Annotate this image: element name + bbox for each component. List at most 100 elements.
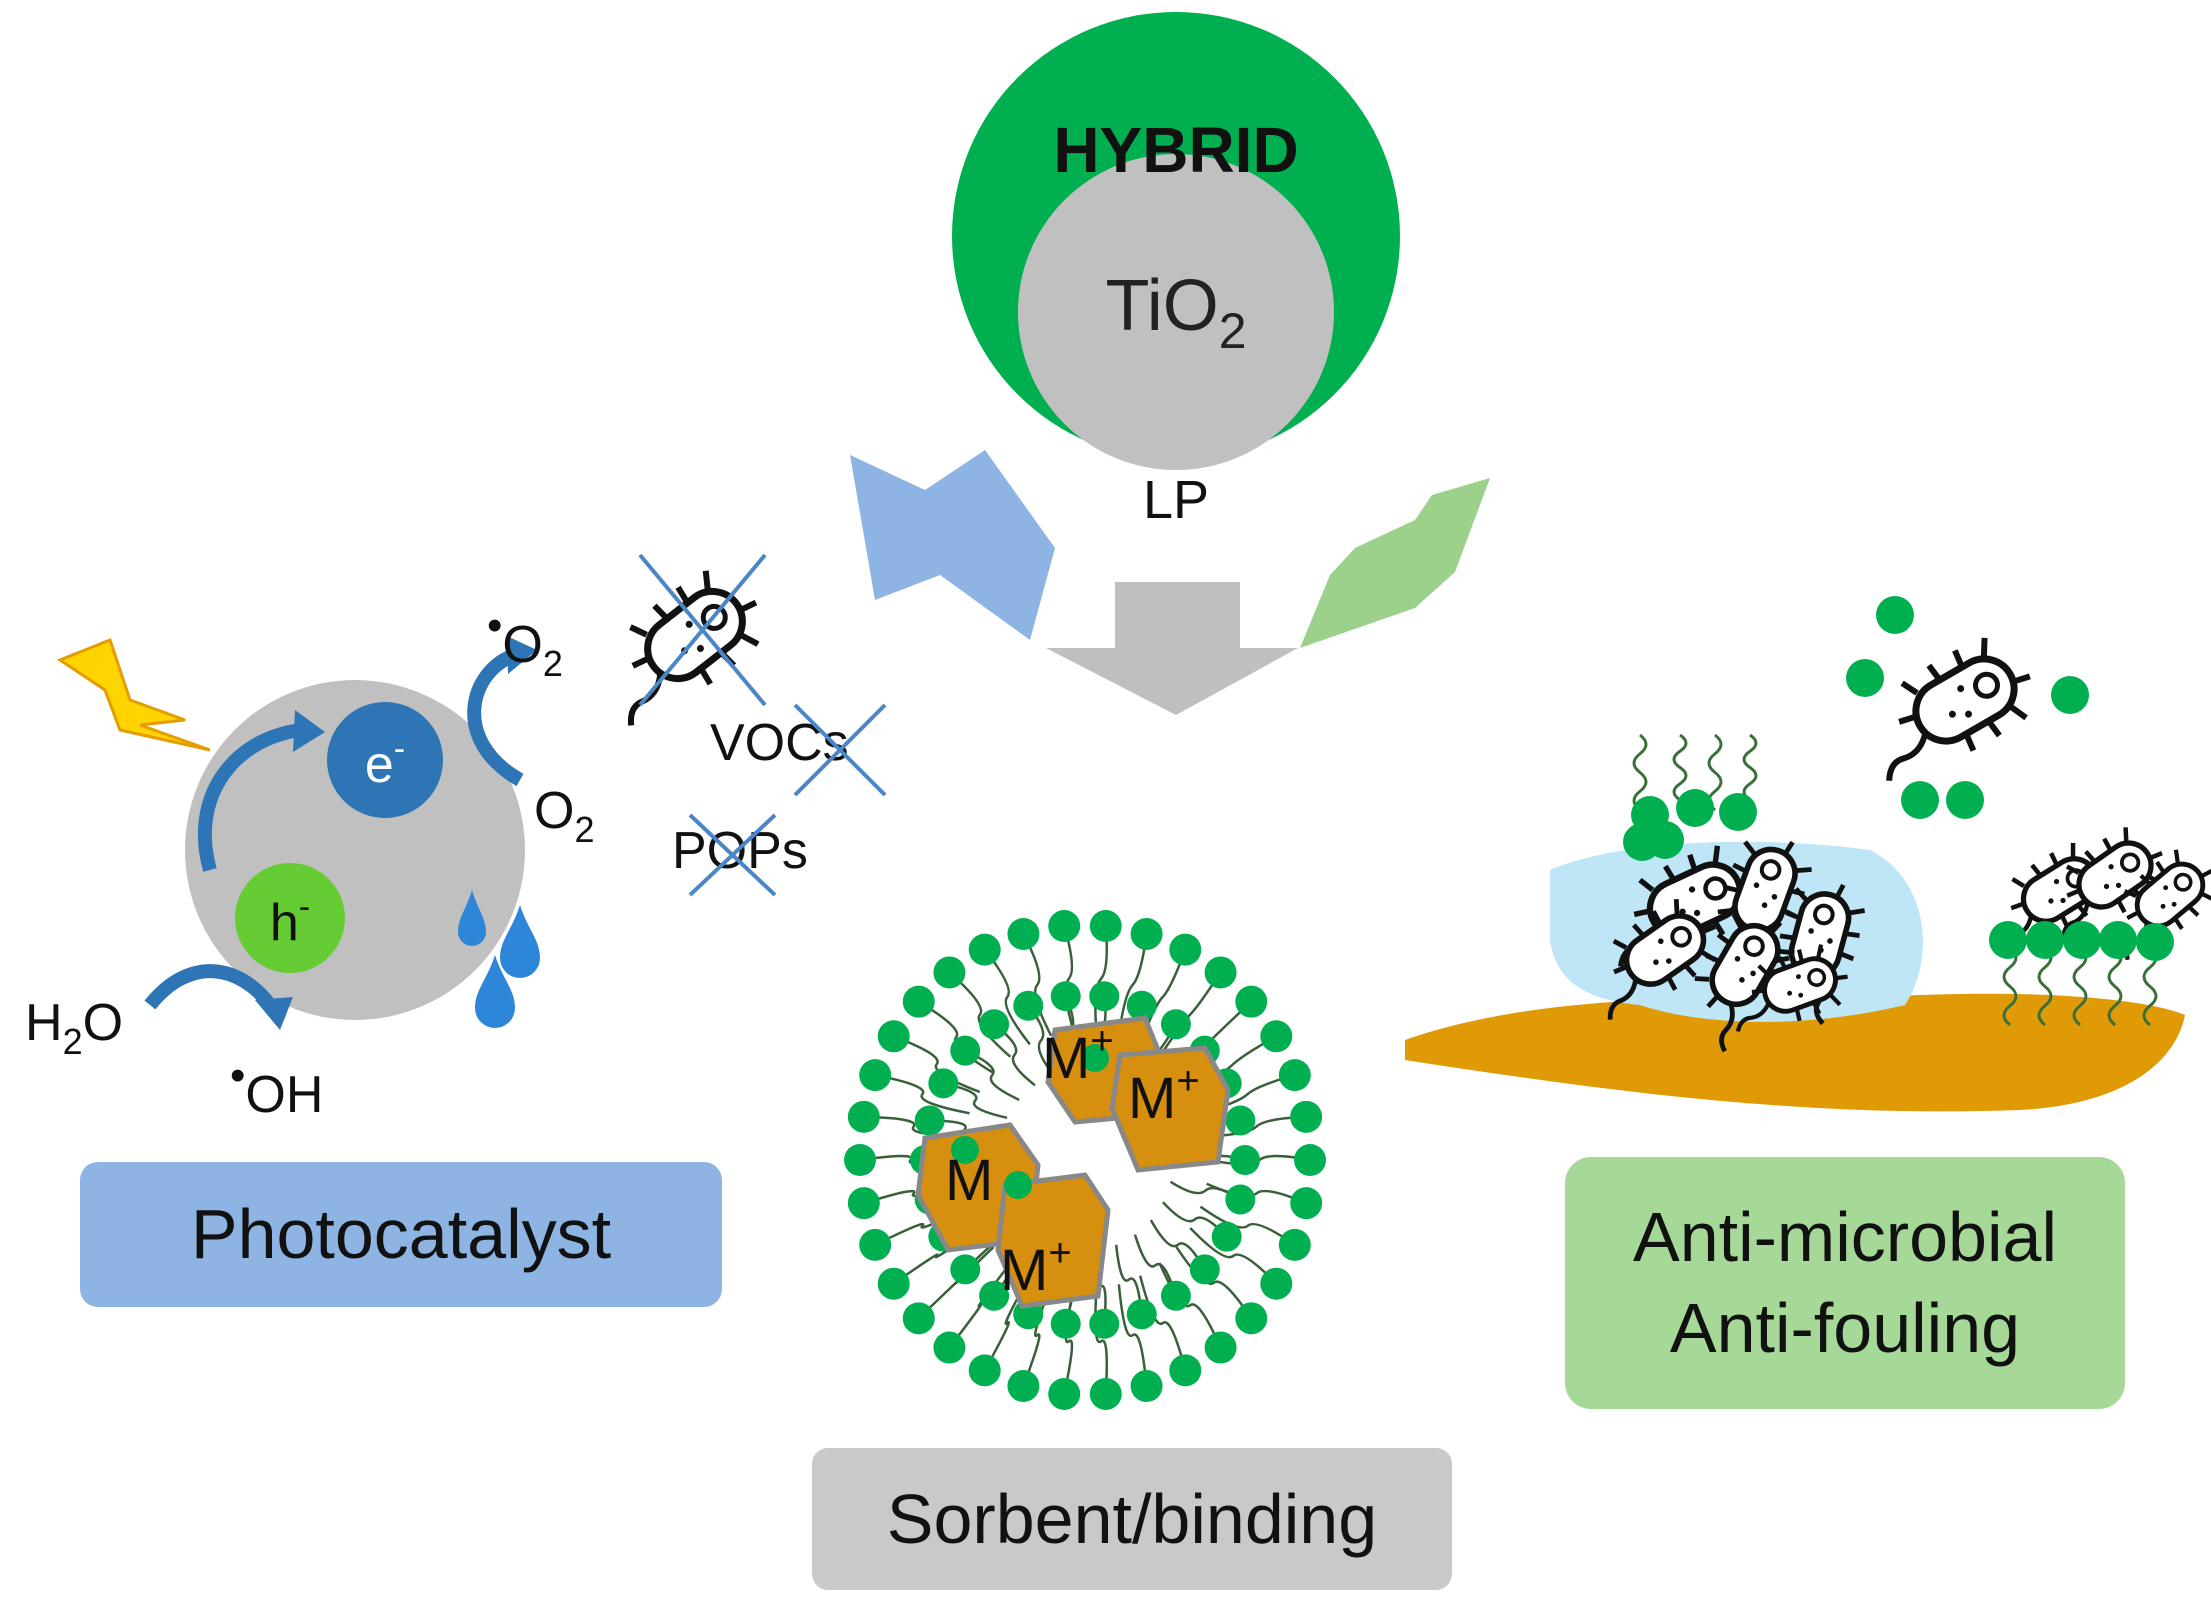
lipid-head [1989,921,2027,959]
lipid-head [1278,1059,1311,1092]
superoxide-label: •O2 [487,601,563,684]
lipid-head [1189,1254,1220,1285]
hybrid-particle: HYBRID TiO2 LP [952,12,1400,530]
lipid-head [1089,910,1122,943]
lipid-tail [2107,946,2123,1027]
lipid-head [979,1009,1010,1040]
oxidation-arrowhead [255,997,293,1030]
antimicrobial-scheme [1405,596,2211,1112]
lipid-head [1204,956,1237,989]
lipid-head [968,1354,1001,1387]
lipid-head [1230,1145,1260,1175]
lipid-head [902,985,935,1018]
lipid-tail [1632,733,1648,812]
lipid-head [1211,1221,1242,1252]
lipid-tail [1114,1244,1143,1315]
lipid-head [1089,1377,1122,1410]
water-label: H2O [25,994,123,1062]
lipid-tail [2037,946,2053,1027]
lipid-head [847,1100,880,1133]
lipid-head [2136,923,2174,961]
lipid-head [1126,1299,1157,1330]
lipid-head [1007,917,1040,950]
sorbent-scheme: M+ M+ M M+ [844,910,1326,1410]
lipid-tail [1199,1205,1296,1246]
lipid-tail [1094,925,1109,1032]
lipid-tail [948,971,1012,1058]
excitation-arrow [197,723,302,872]
lipid-head [1169,933,1202,966]
lipid-tail [1169,1180,1242,1201]
lipid-tail [2002,946,2018,1027]
lipid-head [859,1059,892,1092]
lipid-head [1126,990,1157,1021]
lipid-tail [983,948,1031,1046]
cross-mark [638,553,767,707]
lipid-head [1719,793,1757,831]
lipid-tail [964,1049,1020,1101]
lipid-tail [1117,1284,1148,1387]
lipid-head [1225,1105,1256,1136]
lipid-head [933,1331,966,1364]
lp-label: LP [1143,470,1209,530]
lipid-head [1235,985,1268,1018]
hole-label: h- [270,888,310,952]
lipid-head [1130,917,1163,950]
lipid-head [914,1105,945,1136]
lipid-tail [1149,1219,1206,1271]
water-drop-icon [500,905,540,978]
lipid-tail [2142,946,2158,1027]
lipid-tail [1189,1227,1278,1285]
cross-mark [688,813,777,897]
lipid-head [1169,1354,1202,1387]
lipid-head [1160,1009,1191,1040]
reduction-arrow [467,648,524,787]
lipid-head [1676,789,1714,827]
electron-circle [327,702,443,818]
lipid-tail [1162,1201,1228,1238]
antimicrobial-label: Anti-microbial [1633,1198,2057,1276]
electron-label: e- [365,730,405,794]
lipid-head [2026,921,2064,959]
metal-ion-label: M [945,1148,993,1213]
cross-mark [793,703,887,797]
lipid-head [1260,1267,1293,1300]
lipid-head [1089,1308,1120,1339]
lipid-head [1048,1377,1081,1410]
lipid-head [2099,921,2137,959]
surface [1405,993,2185,1112]
water-drop-icon [458,890,486,946]
lipid-head [1089,981,1120,1012]
arrow-to-sorbent [1046,582,1298,715]
lipid-head [2063,921,2101,959]
reduction-arrowhead [507,636,537,674]
lipid-head [1160,1280,1191,1311]
metal-particle [995,1172,1111,1309]
lipid-tail [1672,733,1688,802]
lipid-head [877,1020,910,1053]
lightning-icon [56,638,211,752]
lipid-tail [1742,733,1758,802]
sorbent-label: Sorbent/binding [886,1479,1378,1558]
lipid-tail [1206,1115,1307,1138]
lipid-head [1876,596,1914,634]
antifouling-label: Anti-fouling [1669,1289,2021,1367]
lipid-head [847,1187,880,1220]
lipid-tail [993,1023,1036,1087]
lipid-head [859,1228,892,1261]
photocatalyst-scheme: e- h- •O2 O2 H2O •OH VOCs POPs [25,553,887,1124]
lipid-head [1846,659,1884,697]
metal-ion-label: M+ [1128,1059,1200,1131]
lipid-head [1290,1187,1323,1220]
lipid-head [1204,1331,1237,1364]
lipid-head [1290,1100,1323,1133]
lipid-head [1646,821,1684,859]
lipid-tail [1027,1004,1055,1076]
antimicrobial-label-box: Anti-microbial Anti-fouling [1565,1157,2125,1409]
lipid-head [979,1280,1010,1311]
lipid-head [1013,990,1044,1021]
lipid-tail [1158,971,1222,1058]
metal-particle [1109,1045,1231,1173]
arrow-to-antimicrobial [1300,478,1490,648]
